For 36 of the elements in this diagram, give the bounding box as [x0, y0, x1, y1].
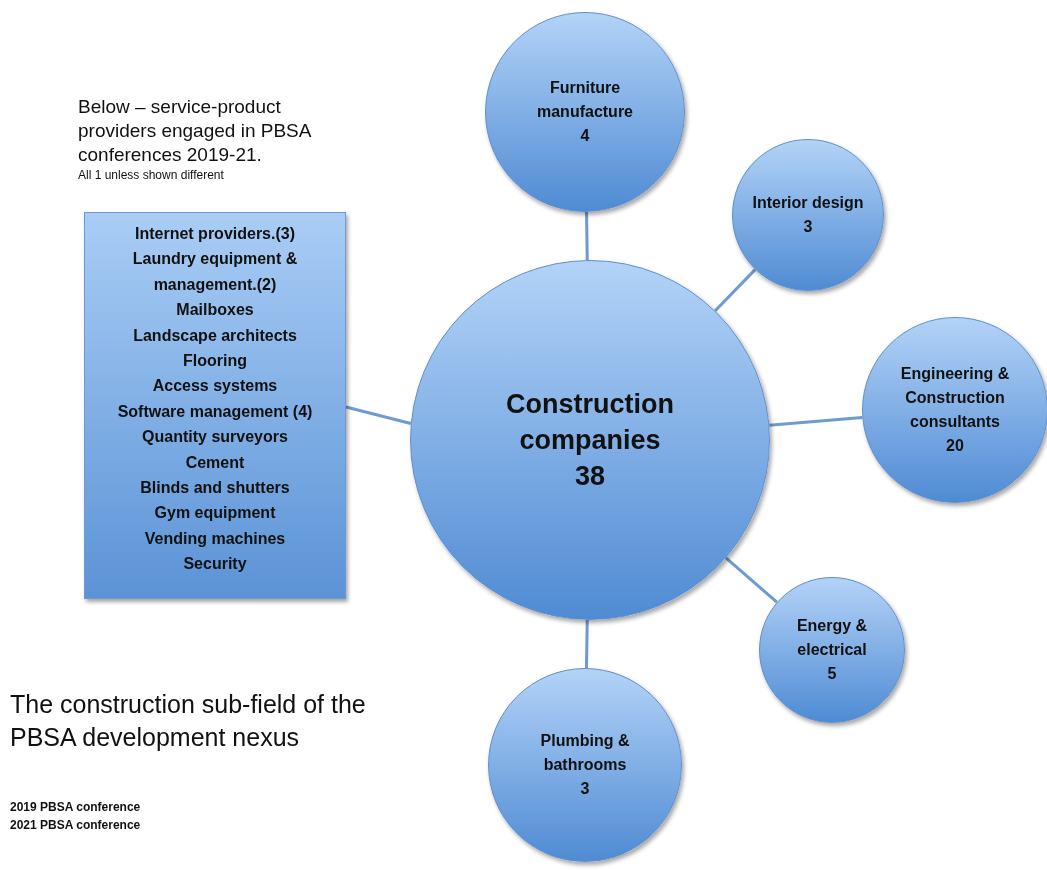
category-name: Engineering & Construction consultants — [899, 364, 1011, 432]
category-count: 3 — [803, 217, 813, 237]
provider-item: Software management (4) — [116, 401, 314, 422]
category-count: 3 — [580, 779, 590, 799]
provider-item: Flooring — [182, 351, 248, 372]
source-note: 2019 PBSA conference — [10, 799, 141, 816]
connector-line — [714, 268, 757, 312]
provider-item: Quantity surveyors — [141, 427, 289, 448]
connector-line — [585, 619, 589, 669]
category-name: Interior design — [752, 193, 864, 213]
category-count: 38 — [574, 460, 605, 493]
provider-item: Blinds and shutters — [139, 478, 291, 499]
provider-item: Internet providers.(3) — [134, 224, 296, 244]
category-name: Furniture manufacture — [536, 78, 634, 122]
provider-item: Laundry equipment & management.(2) — [131, 249, 299, 295]
source-note: 2021 PBSA conference — [10, 817, 141, 834]
diagram-title: The construction sub-field of the PBSA development nexus — [10, 689, 367, 753]
category-count: 5 — [827, 664, 837, 684]
category-count: 20 — [946, 436, 964, 456]
box-note: All 1 unless shown different — [78, 167, 225, 184]
category-count: 4 — [580, 126, 590, 146]
provider-item: Access systems — [151, 376, 279, 397]
provider-item: Gym equipment — [153, 503, 277, 524]
connector-line — [769, 416, 863, 427]
provider-item: Mailboxes — [175, 300, 255, 321]
category-name: Energy & electrical — [795, 616, 869, 660]
provider-item: Vending machines — [143, 528, 287, 549]
category-name: Construction companies — [505, 388, 675, 457]
box-heading: Below – service-product providers engaged in PBSA conferences 2019-21. — [78, 95, 312, 167]
provider-item: Landscape architects — [132, 325, 298, 346]
provider-item: Security — [182, 554, 248, 575]
provider-item: Cement — [184, 452, 246, 473]
connector-line — [585, 211, 589, 261]
connector-line — [724, 556, 778, 604]
category-name: Plumbing & bathrooms — [539, 731, 631, 775]
connector-line — [345, 405, 412, 425]
